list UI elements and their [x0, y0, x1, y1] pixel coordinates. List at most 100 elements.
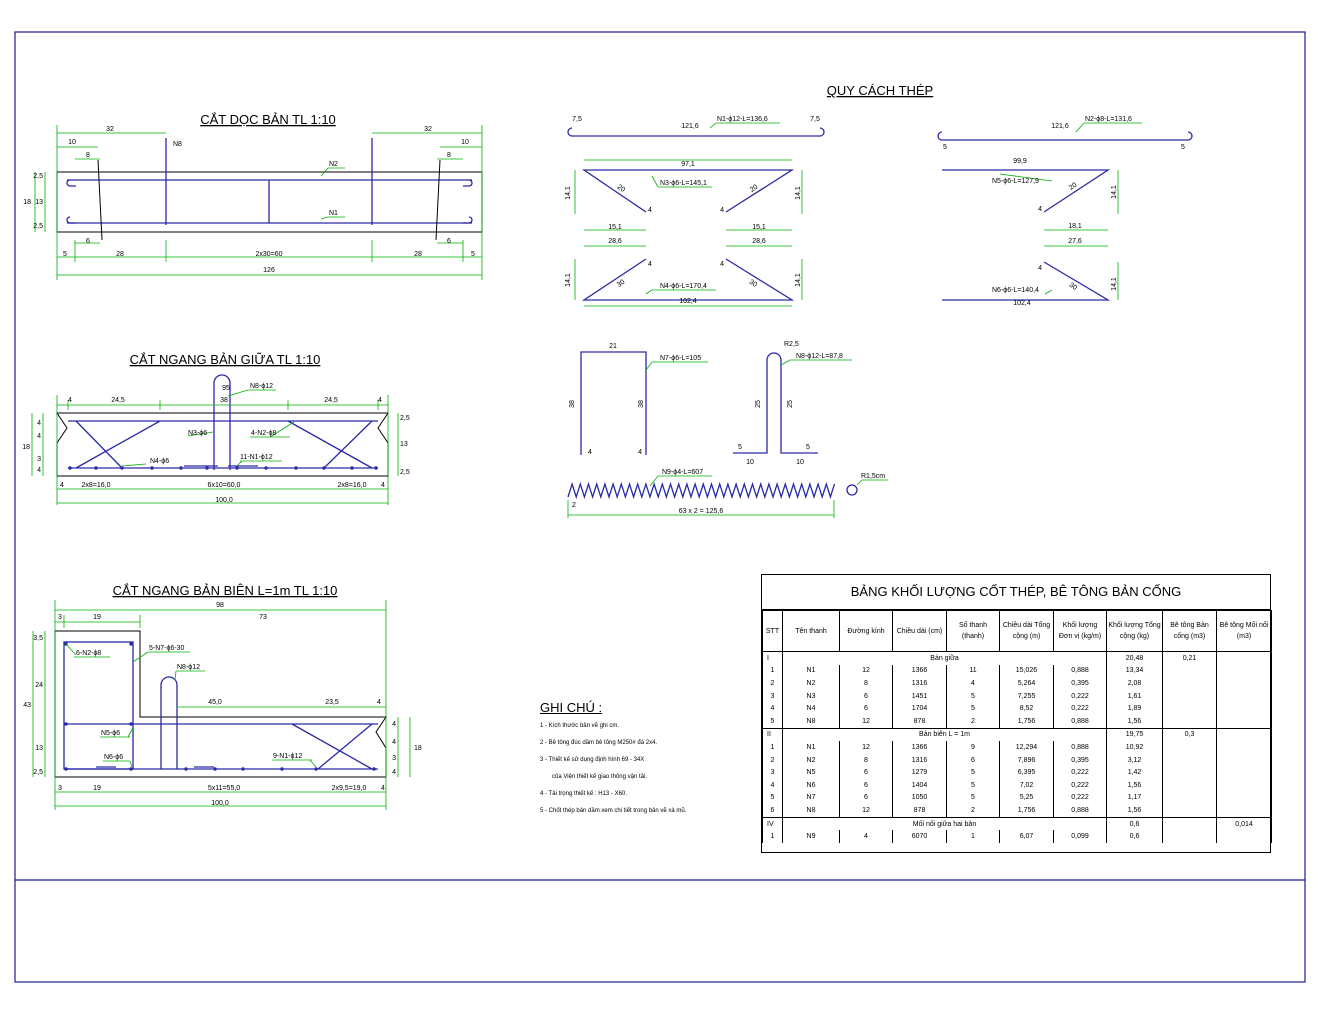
svg-text:25: 25 — [755, 400, 762, 408]
table-cell: 2 — [762, 677, 783, 690]
column-header: Bê tông Mối nối (m3) — [1216, 610, 1272, 652]
svg-text:4: 4 — [638, 449, 642, 456]
table-cell: 6,07 — [999, 830, 1054, 843]
note-item: 5 - Chốt thép bản dầm xem chi tiết trong… — [540, 808, 687, 814]
table-cell — [1216, 753, 1272, 767]
svg-text:121,6: 121,6 — [681, 123, 699, 130]
svg-text:N8-ϕ12-L=87,8: N8-ϕ12-L=87,8 — [796, 353, 843, 360]
table-cell — [1216, 791, 1272, 805]
table-cell: 5 — [946, 702, 1000, 715]
table-cell: 1,17 — [1106, 791, 1163, 805]
svg-text:N1: N1 — [329, 210, 338, 217]
table-cell: 0,888 — [1053, 664, 1107, 678]
svg-text:N5-ϕ6-L=127,9: N5-ϕ6-L=127,9 — [992, 178, 1039, 185]
svg-text:4: 4 — [37, 467, 41, 474]
table-cell: 5 — [946, 766, 1000, 779]
svg-text:21: 21 — [609, 343, 617, 350]
svg-text:98: 98 — [216, 602, 224, 609]
bar-n1 — [567, 127, 825, 137]
svg-text:11-N1-ϕ12: 11-N1-ϕ12 — [240, 454, 273, 461]
table-cell: 6,395 — [999, 766, 1054, 779]
svg-text:38: 38 — [638, 400, 645, 408]
table-cell: N1 — [782, 664, 840, 678]
bar-n7 — [580, 351, 647, 455]
table-cell — [1216, 727, 1272, 742]
table-cell: 6070 — [892, 830, 947, 843]
table-cell — [1216, 766, 1272, 779]
svg-text:38: 38 — [569, 400, 576, 408]
svg-text:24,5: 24,5 — [324, 397, 338, 404]
svg-text:R2,5: R2,5 — [784, 341, 799, 348]
table-cell: Bản biên L = 1m — [782, 727, 1107, 742]
table-cell: 5,25 — [999, 791, 1054, 805]
svg-text:20: 20 — [1068, 182, 1078, 192]
table-cell: 1316 — [892, 677, 947, 690]
svg-text:3: 3 — [58, 614, 62, 621]
table-cell: 12 — [839, 664, 893, 678]
table-cell: 0,21 — [1162, 650, 1217, 665]
table-cell: 0,222 — [1053, 778, 1107, 792]
table-cell: 2 — [946, 714, 1000, 729]
svg-text:4: 4 — [37, 433, 41, 440]
svg-text:14,1: 14,1 — [1111, 185, 1118, 199]
table-cell: 4 — [946, 677, 1000, 690]
table-cell: 4 — [762, 778, 783, 792]
bar-n2 — [937, 131, 1193, 141]
slab-outline — [54, 630, 387, 778]
table-cell: 0,222 — [1053, 702, 1107, 715]
svg-text:5: 5 — [63, 251, 67, 258]
table-cell: 6 — [839, 702, 893, 715]
table-cell: N8 — [782, 714, 840, 729]
table-cell: N8 — [782, 804, 840, 818]
table-cell — [1216, 650, 1272, 665]
svg-text:N8-ϕ12: N8-ϕ12 — [250, 383, 273, 390]
table-cell: 1,56 — [1106, 714, 1163, 729]
table-cell: 878 — [892, 804, 947, 818]
table-cell — [1216, 741, 1272, 754]
svg-text:100,0: 100,0 — [211, 800, 229, 807]
table-cell — [1162, 778, 1217, 792]
bar-n4 — [581, 258, 795, 301]
svg-text:18: 18 — [22, 444, 30, 451]
table-cell: Mối nối giữa hai bản — [782, 816, 1107, 831]
table-cell: 5 — [946, 791, 1000, 805]
svg-text:N4-ϕ6: N4-ϕ6 — [150, 458, 169, 465]
table-cell: 878 — [892, 714, 947, 729]
svg-text:102,4: 102,4 — [679, 298, 697, 305]
svg-text:18,1: 18,1 — [1068, 223, 1082, 230]
table-cell: 1,61 — [1106, 689, 1163, 703]
svg-text:3: 3 — [37, 456, 41, 463]
svg-text:4: 4 — [588, 449, 592, 456]
column-header: Khối lượng Đơn vị (kg/m) — [1053, 610, 1107, 652]
bar-n5 — [942, 169, 1111, 213]
svg-text:18: 18 — [23, 199, 31, 206]
svg-text:4: 4 — [392, 739, 396, 746]
svg-text:102,4: 102,4 — [1013, 300, 1031, 307]
table-cell: 1316 — [892, 753, 947, 767]
column-header: Đường kính — [839, 610, 893, 652]
table-cell: 1 — [762, 664, 783, 678]
svg-text:2x8=16,0: 2x8=16,0 — [338, 482, 367, 489]
notes-block: GHI CHÚ : 1 - Kích thước bản vẽ ghi cm. … — [540, 700, 750, 825]
svg-text:6x10=60,0: 6x10=60,0 — [208, 482, 241, 489]
svg-text:4: 4 — [60, 482, 64, 489]
svg-text:30: 30 — [616, 279, 626, 289]
svg-text:N3-ϕ6: N3-ϕ6 — [188, 430, 207, 437]
svg-text:N9-ϕ4-L=607: N9-ϕ4-L=607 — [662, 469, 703, 476]
svg-text:100,0: 100,0 — [215, 497, 233, 504]
svg-text:4: 4 — [392, 769, 396, 776]
table-cell — [1162, 766, 1217, 779]
bar-n3 — [581, 169, 795, 213]
svg-text:14,1: 14,1 — [795, 273, 802, 287]
table-cell: 5 — [946, 689, 1000, 703]
column-header: Chiều dài (cm) — [892, 610, 947, 652]
svg-text:N8: N8 — [173, 141, 182, 148]
notes-title: GHI CHÚ : — [540, 700, 603, 715]
table-cell — [1162, 664, 1217, 678]
table-cell: N9 — [782, 830, 840, 843]
svg-text:N2-ϕ8-L=131,6: N2-ϕ8-L=131,6 — [1085, 116, 1132, 123]
